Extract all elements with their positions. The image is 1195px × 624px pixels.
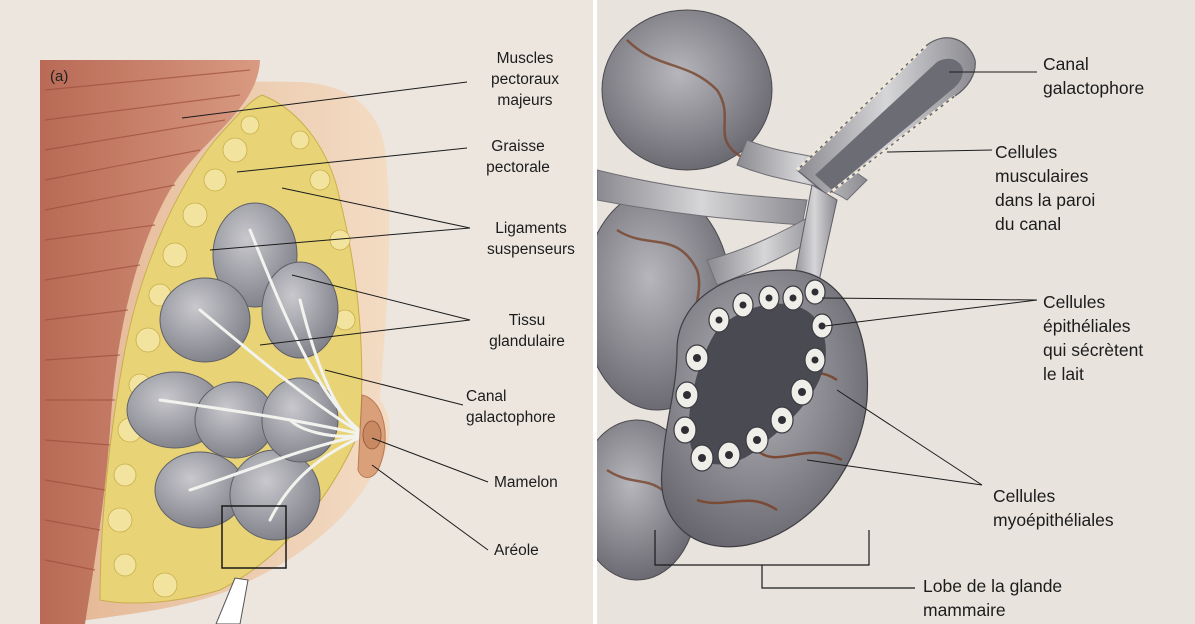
label-cellules-myoepitheliales: Cellules myoépithéliales [993, 484, 1114, 532]
label-lobe-glande-mammaire: Lobe de la glande mammaire [923, 574, 1062, 622]
label-cellules-epitheliales: Cellules épithéliales qui sécrètent le l… [1043, 290, 1143, 386]
gland-lobe [230, 450, 320, 540]
label-canal-galactophore-right: Canal galactophore [1043, 52, 1144, 100]
label-graisse-pectorale: Graisse pectorale [468, 136, 568, 178]
label-tissu-glandulaire: Tissu glandulaire [472, 310, 582, 352]
breast-section-panel: (a) Muscles pectoraux majeurs Graisse pe… [0, 0, 593, 624]
label-canal-galactophore-left: Canal galactophore [466, 386, 556, 428]
label-muscles-pectoraux: Muscles pectoraux majeurs [470, 48, 580, 111]
lobule-detail-panel: Canal galactophore Cellules musculaires … [597, 0, 1195, 624]
label-mamelon: Mamelon [494, 472, 558, 493]
label-cellules-musculaires: Cellules musculaires dans la paroi du ca… [995, 140, 1095, 236]
gland-lobe [160, 278, 250, 362]
label-ligaments-suspenseurs: Ligaments suspenseurs [472, 218, 590, 260]
nipple [363, 421, 381, 449]
label-areole: Aréole [494, 540, 539, 561]
panel-tag: (a) [50, 68, 68, 85]
